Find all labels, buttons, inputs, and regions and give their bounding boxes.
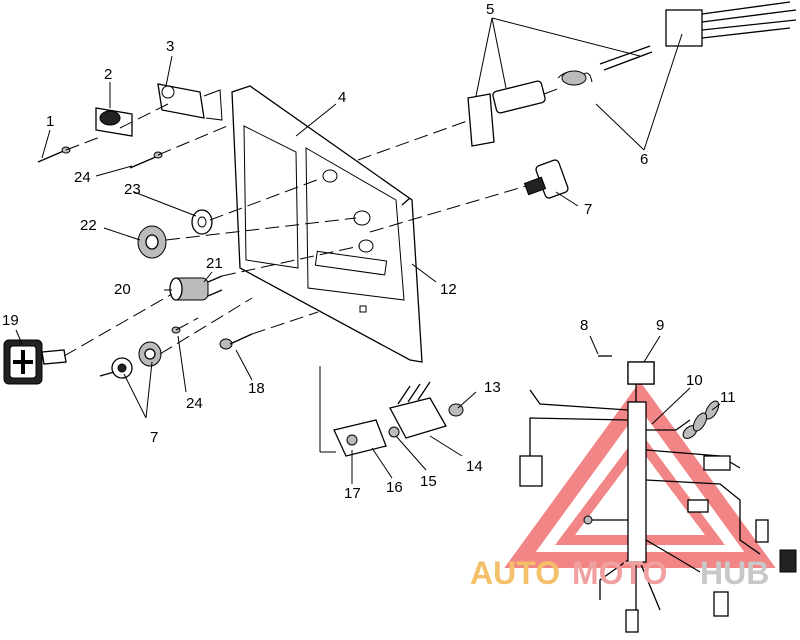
ignition-switch [169,275,223,301]
callout-20: 20 [114,281,131,298]
callout-19: 19 [2,312,19,329]
callout-12: 12 [440,281,457,298]
toggle-switch-7 [523,159,569,199]
fuse-block-16 [333,419,387,457]
screw-24-lower [171,317,199,334]
callout-6: 6 [640,151,649,168]
callout-9: 9 [656,317,665,334]
key-19 [3,339,67,385]
callout-24-upper: 24 [74,169,91,186]
callout-16: 16 [386,479,403,496]
grommet-15 [388,426,400,438]
watermark-text: AUTO MOTO HUB [470,555,769,591]
callout-18: 18 [248,380,265,397]
connector-9 [627,361,655,385]
nut-22 [137,225,167,259]
watermark-text-a: AUTO [470,555,560,591]
callout-2: 2 [104,66,113,83]
screw-24-upper [129,151,163,169]
panel-outline [231,85,423,363]
panel-hole-1 [322,169,338,183]
plate-2 [95,107,133,137]
callout-21: 21 [206,255,223,272]
washer-23 [191,209,213,235]
panel-tab [401,197,411,206]
callout-1: 1 [46,113,55,130]
callout-23: 23 [124,181,141,198]
panel-window-right [305,147,405,301]
bracket-3 [157,83,223,121]
callout-7-bottom: 7 [150,429,159,446]
callout-22: 22 [80,217,97,234]
panel-square-hole [359,305,367,313]
callout-7-top: 7 [584,201,593,218]
fuse-block-14 [389,381,447,439]
assembly-lines [63,87,561,453]
dash-panel [231,85,423,363]
callout-10: 10 [686,372,703,389]
callout-8: 8 [580,317,589,334]
watermark-text-c: HUB [700,555,769,591]
callout-15: 15 [420,473,437,490]
callout-11: 11 [720,389,736,406]
panel-slot [314,250,388,276]
panel-window-left [243,125,299,269]
watermark-text-b: MOTO [572,555,667,591]
callout-3: 3 [166,38,175,55]
bezel-pieces-7 [99,341,162,379]
callout-4: 4 [338,89,347,106]
callout-17: 17 [344,485,361,502]
screw-18 [219,333,253,350]
screw-1 [37,146,71,163]
callout-5: 5 [486,1,495,18]
switch-assembly-5 [467,45,653,147]
callout-24-lower: 24 [186,395,203,412]
leader-lines [15,17,721,484]
callout-14: 14 [466,458,483,475]
callout-13: 13 [484,379,501,396]
connector-top-right [665,1,797,47]
fuse-holders-11 [692,400,720,432]
